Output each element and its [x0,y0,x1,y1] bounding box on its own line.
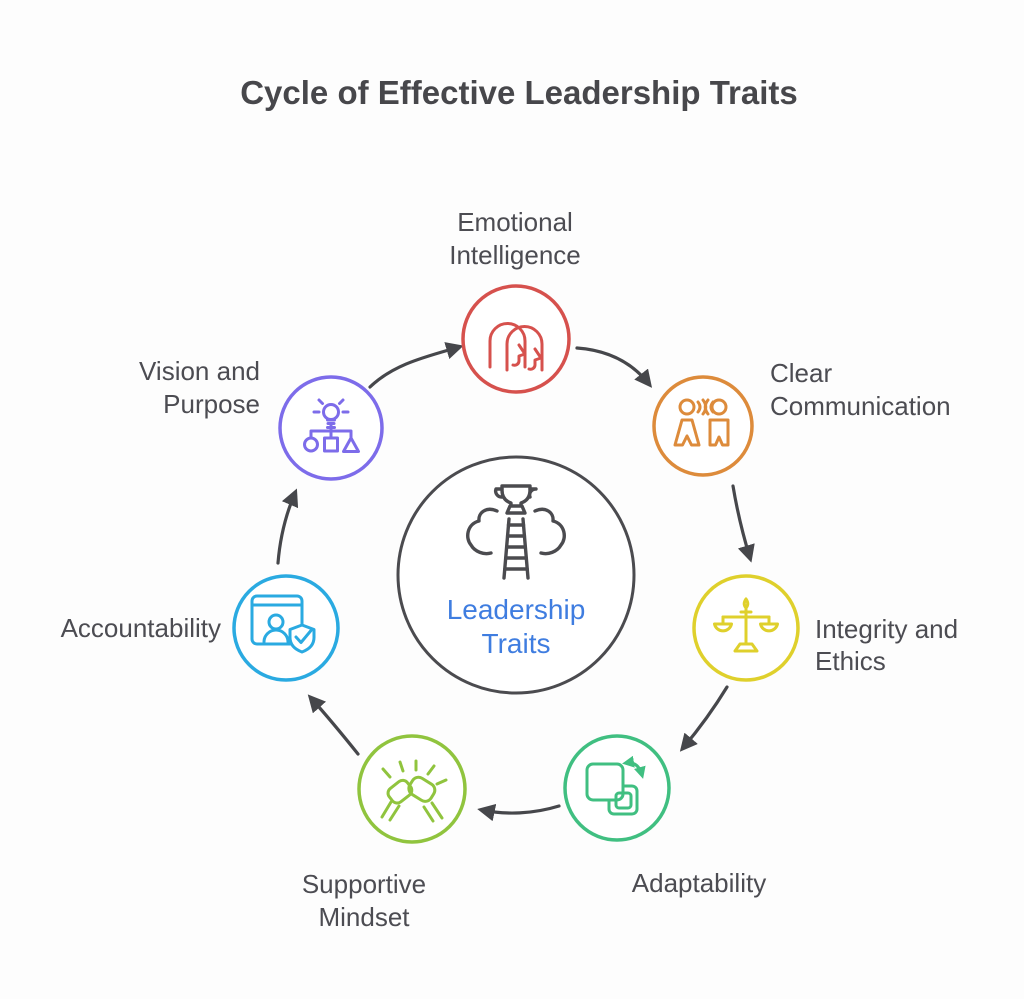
sync-squares-icon [585,755,646,816]
node-adaptability: Adaptability [563,734,766,898]
node-label: Emotional [457,207,573,237]
arrow-supportive-to-accountability [307,694,360,756]
node-label: Integrity and [815,614,958,644]
arrow-vision-to-emotional [368,342,464,389]
node-label: Intelligence [449,240,581,270]
idea-flowchart-icon [303,398,360,453]
people-talking-icon [673,398,730,447]
arrow-emotional-to-communication [575,346,653,388]
center-label: Leadership [447,594,586,625]
node-vision-and-purpose: Vision and Purpose [139,356,384,481]
center-circle [396,455,636,695]
node-label: Ethics [815,646,886,676]
trophy-ladder-cloud-icon [466,484,566,580]
center-hub: Leadership Traits [396,455,636,695]
node-circle [652,375,754,477]
two-faces-icon [488,322,544,372]
node-label: Clear [770,358,832,388]
profile-shield-icon [250,594,316,654]
node-label: Communication [770,391,951,421]
node-label: Accountability [61,613,221,643]
node-accountability: Accountability [61,574,340,682]
node-clear-communication: Clear Communication [652,358,951,477]
node-circle [232,574,340,682]
fist-bump-icon [380,759,448,823]
center-label: Traits [482,628,551,659]
balance-scale-icon [713,597,779,653]
page-title: Cycle of Effective Leadership Traits [240,74,798,111]
cycle-arrows [276,342,755,822]
node-integrity-and-ethics: Integrity and Ethics [692,574,958,682]
arrow-integrity-to-adaptability [679,685,729,752]
node-emotional-intelligence: Emotional Intelligence [449,207,581,394]
arrow-adaptability-to-supportive [477,803,561,822]
node-label: Supportive [302,869,426,899]
node-label: Vision and [139,356,260,386]
node-label: Adaptability [632,868,766,898]
node-circle [461,284,571,394]
arrow-communication-to-integrity [731,484,755,563]
node-label: Mindset [318,902,410,932]
node-supportive-mindset: Supportive Mindset [302,734,467,932]
node-label: Purpose [163,389,260,419]
arrow-accountability-to-vision [276,488,299,565]
